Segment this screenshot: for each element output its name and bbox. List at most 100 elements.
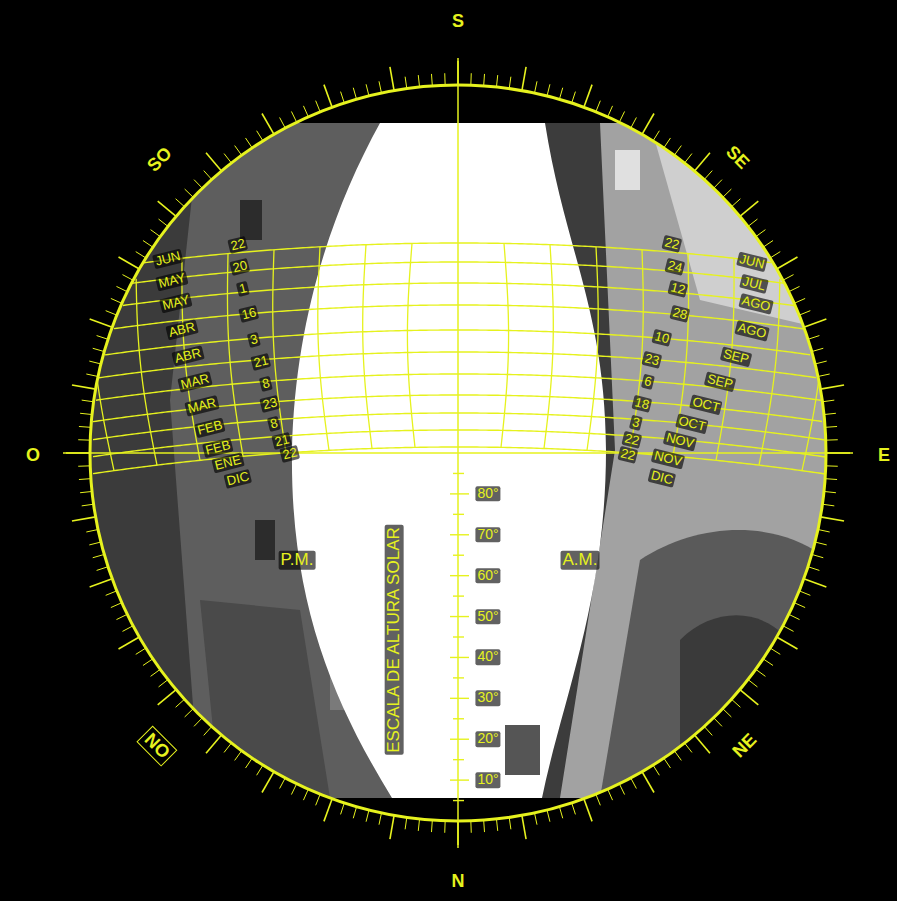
azimuth-tick — [483, 820, 485, 832]
azimuth-tick — [799, 591, 810, 595]
azimuth-tick — [185, 189, 194, 197]
azimuth-tick — [664, 138, 671, 148]
azimuth-tick — [547, 84, 550, 96]
azimuth-tick — [444, 73, 445, 85]
azimuth-tick — [509, 817, 511, 829]
day-number: 24 — [664, 258, 685, 276]
azimuth-tick — [723, 189, 732, 197]
azimuth-tick — [731, 699, 740, 707]
compass-label: N — [452, 872, 465, 892]
day-number: 3 — [629, 415, 643, 432]
altitude-tick — [450, 779, 469, 780]
day-number: 8 — [259, 376, 273, 393]
month-label: MAR — [177, 371, 212, 393]
azimuth-tick — [748, 219, 757, 226]
azimuth-tick — [631, 778, 637, 789]
azimuth-tick — [457, 61, 459, 85]
azimuth-tick — [89, 542, 101, 545]
azimuth-tick — [280, 117, 286, 128]
day-number: 16 — [238, 305, 259, 323]
azimuth-tick — [72, 385, 96, 389]
azimuth-tick — [106, 591, 117, 595]
azimuth-tick — [379, 81, 381, 93]
altitude-tick — [453, 759, 464, 760]
azimuth-tick — [470, 821, 471, 833]
altitude-tick — [450, 739, 469, 740]
month-label: FEB — [194, 418, 226, 439]
azimuth-tick — [405, 817, 407, 829]
azimuth-tick — [257, 765, 263, 775]
azimuth-tick — [431, 820, 433, 832]
azimuth-tick — [379, 813, 381, 825]
azimuth-tick — [496, 75, 497, 87]
azimuth-tick — [522, 815, 526, 839]
azimuth-tick — [224, 154, 231, 163]
azimuth-tick — [619, 784, 624, 795]
altitude-tick — [453, 677, 464, 678]
azimuth-tick — [159, 680, 168, 687]
azimuth-tick — [653, 131, 659, 141]
day-number: 22 — [227, 236, 248, 254]
compass-label: SE — [722, 143, 753, 174]
month-label: MAY — [155, 270, 189, 291]
month-label: ABR — [165, 319, 198, 340]
month-label: SEP — [704, 371, 737, 392]
azimuth-tick — [280, 778, 286, 789]
azimuth-tick — [116, 286, 127, 291]
azimuth-tick — [789, 614, 800, 619]
azimuth-tick — [341, 803, 345, 814]
azimuth-tick — [794, 603, 805, 608]
altitude-value: 80° — [475, 486, 500, 501]
azimuth-tick — [783, 275, 794, 281]
azimuth-tick — [783, 626, 794, 632]
azimuth-tick — [559, 807, 562, 819]
azimuth-tick — [79, 426, 91, 428]
day-number: 22 — [661, 235, 682, 253]
azimuth-tick — [695, 735, 710, 753]
altitude-value: 60° — [475, 568, 500, 583]
azimuth-tick — [748, 680, 757, 687]
azimuth-tick — [756, 230, 766, 237]
azimuth-tick — [812, 348, 824, 351]
date-arc — [123, 283, 795, 306]
altitude-value: 70° — [475, 527, 500, 542]
azimuth-tick — [80, 413, 92, 414]
azimuth-tick — [808, 336, 819, 340]
azimuth-tick — [324, 85, 332, 108]
azimuth-tick — [158, 201, 176, 216]
azimuth-tick — [93, 348, 105, 351]
azimuth-tick — [695, 153, 710, 171]
azimuth-tick — [158, 690, 176, 705]
date-arc — [114, 305, 804, 329]
azimuth-tick — [808, 567, 819, 571]
altitude-tick — [450, 534, 469, 535]
azimuth-tick — [79, 478, 91, 480]
day-number: 3 — [247, 332, 261, 349]
month-label: AGO — [734, 320, 769, 342]
azimuth-tick — [824, 491, 836, 492]
azimuth-tick — [584, 85, 592, 108]
azimuth-tick — [799, 311, 810, 315]
day-number: 12 — [667, 280, 688, 298]
azimuth-tick — [496, 819, 497, 831]
azimuth-tick — [714, 718, 722, 727]
azimuth-tick — [418, 75, 419, 87]
azimuth-tick — [324, 799, 332, 822]
azimuth-tick — [619, 111, 624, 122]
azimuth-tick — [431, 74, 433, 86]
day-number: 20 — [229, 258, 250, 276]
azimuth-tick — [136, 648, 146, 654]
azimuth-tick — [509, 77, 511, 89]
azimuth-tick — [756, 669, 766, 676]
azimuth-tick — [483, 74, 485, 86]
altitude-tick — [453, 595, 464, 596]
azimuth-tick — [111, 603, 122, 608]
azimuth-tick — [303, 789, 308, 800]
compass-label: O — [26, 446, 40, 466]
hour-line — [136, 279, 157, 465]
day-number: 23 — [259, 395, 280, 413]
day-number: 18 — [631, 395, 652, 413]
azimuth-tick — [78, 465, 90, 466]
azimuth-tick — [685, 154, 692, 163]
